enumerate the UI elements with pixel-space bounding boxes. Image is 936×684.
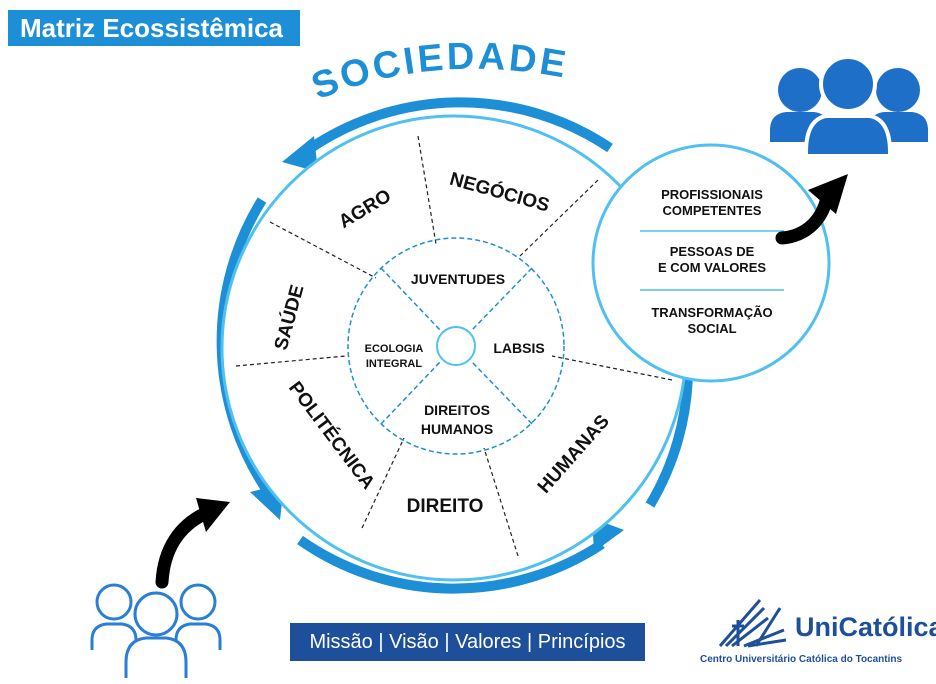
people-outline-icon	[90, 583, 222, 678]
page-title: Matriz Ecossistêmica	[8, 10, 300, 46]
sociedade-label: SOCIEDADE	[306, 36, 571, 109]
arrow-up-right-bottom-icon	[155, 498, 230, 589]
cycle-arc-top	[302, 97, 613, 157]
mission-footer: Missão | Visão | Valores | Princípios	[290, 623, 645, 661]
outer-dividers	[235, 135, 673, 557]
cycle-arrowhead-top	[282, 136, 318, 172]
center-circle	[436, 326, 476, 366]
unicatolica-logo-icon	[718, 599, 787, 648]
sector-direito: DIREITO	[407, 496, 484, 517]
inner-dividers	[380, 267, 533, 425]
cycle-arc-right	[645, 369, 693, 508]
arrow-up-right-icon	[775, 174, 848, 245]
logo-name: UniCatólica	[795, 612, 936, 642]
inner-labsis: LABSIS	[493, 340, 544, 356]
outcomes-circle	[591, 143, 831, 383]
inner-juventudes: JUVENTUDES	[411, 271, 505, 287]
people-group-icon	[770, 55, 928, 158]
logo-subtitle: Centro Universitário Católica do Tocanti…	[700, 654, 903, 665]
cycle-arc-bottom	[297, 535, 605, 594]
inner-dashed-ring	[347, 237, 565, 455]
